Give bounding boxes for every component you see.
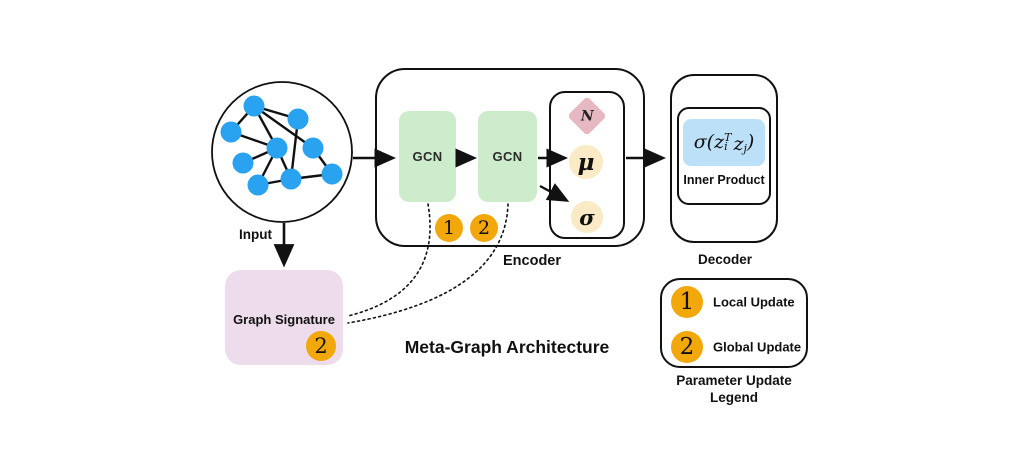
badge-1-number: 1 bbox=[442, 217, 456, 239]
legend-label-global: Global Update bbox=[713, 339, 802, 355]
graph-node bbox=[220, 121, 242, 143]
diagram-title: Meta-Graph Architecture bbox=[404, 337, 610, 357]
graph-edge bbox=[242, 146, 278, 165]
gcn1-label: GCN bbox=[412, 149, 443, 164]
input-graph-edges bbox=[230, 104, 333, 187]
graph-edge bbox=[253, 105, 314, 149]
graph-edge bbox=[253, 104, 299, 121]
graph-node bbox=[266, 137, 288, 159]
input-label: Input bbox=[239, 227, 272, 242]
gcn-block-2: GCN bbox=[478, 111, 537, 202]
graph-edge bbox=[312, 147, 333, 175]
graph-node bbox=[247, 174, 269, 196]
normal-dist-symbol: N bbox=[580, 107, 594, 124]
legend-badge-1: 1 bbox=[671, 286, 703, 318]
gcn-block-1: GCN bbox=[399, 111, 456, 202]
graph-node bbox=[280, 168, 302, 190]
mu-symbol: μ bbox=[577, 148, 595, 176]
signature-badge-number: 2 bbox=[314, 334, 328, 358]
local-update-badge: 1 bbox=[435, 214, 463, 242]
encoder-label: Encoder bbox=[503, 253, 562, 269]
inner-product-label: Inner Product bbox=[683, 173, 765, 187]
graph-signature-label: Graph Signature bbox=[233, 312, 335, 327]
legend-badge-2-number: 2 bbox=[679, 334, 695, 360]
input-graph-nodes bbox=[220, 95, 343, 196]
legend-label-local: Local Update bbox=[713, 294, 795, 310]
legend-caption: Parameter Update Legend bbox=[676, 373, 792, 405]
graph-node bbox=[287, 108, 309, 130]
graph-edge bbox=[230, 130, 278, 150]
input-graph-circle bbox=[211, 81, 353, 223]
legend-badge-1-number: 1 bbox=[679, 289, 695, 315]
graph-edge bbox=[290, 172, 333, 181]
graph-edge bbox=[289, 118, 300, 180]
graph-node bbox=[243, 95, 265, 117]
badge-2-number: 2 bbox=[477, 217, 491, 239]
sigma-node: σ bbox=[571, 201, 603, 233]
decoder-label: Decoder bbox=[697, 252, 753, 267]
gcn2-label: GCN bbox=[492, 149, 523, 164]
global-update-badge: 2 bbox=[470, 214, 498, 242]
graph-node bbox=[232, 152, 254, 174]
sigma-symbol: σ bbox=[579, 204, 595, 230]
graph-edge bbox=[275, 147, 293, 180]
legend-badge-2: 2 bbox=[671, 331, 703, 363]
signature-global-update-badge: 2 bbox=[306, 331, 336, 361]
mu-node: μ bbox=[569, 145, 603, 179]
graph-edge bbox=[257, 177, 292, 187]
graph-node bbox=[302, 137, 324, 159]
graph-edge bbox=[230, 105, 255, 133]
graph-edge bbox=[256, 147, 279, 186]
graph-edge bbox=[252, 105, 279, 149]
graph-node bbox=[321, 163, 343, 185]
